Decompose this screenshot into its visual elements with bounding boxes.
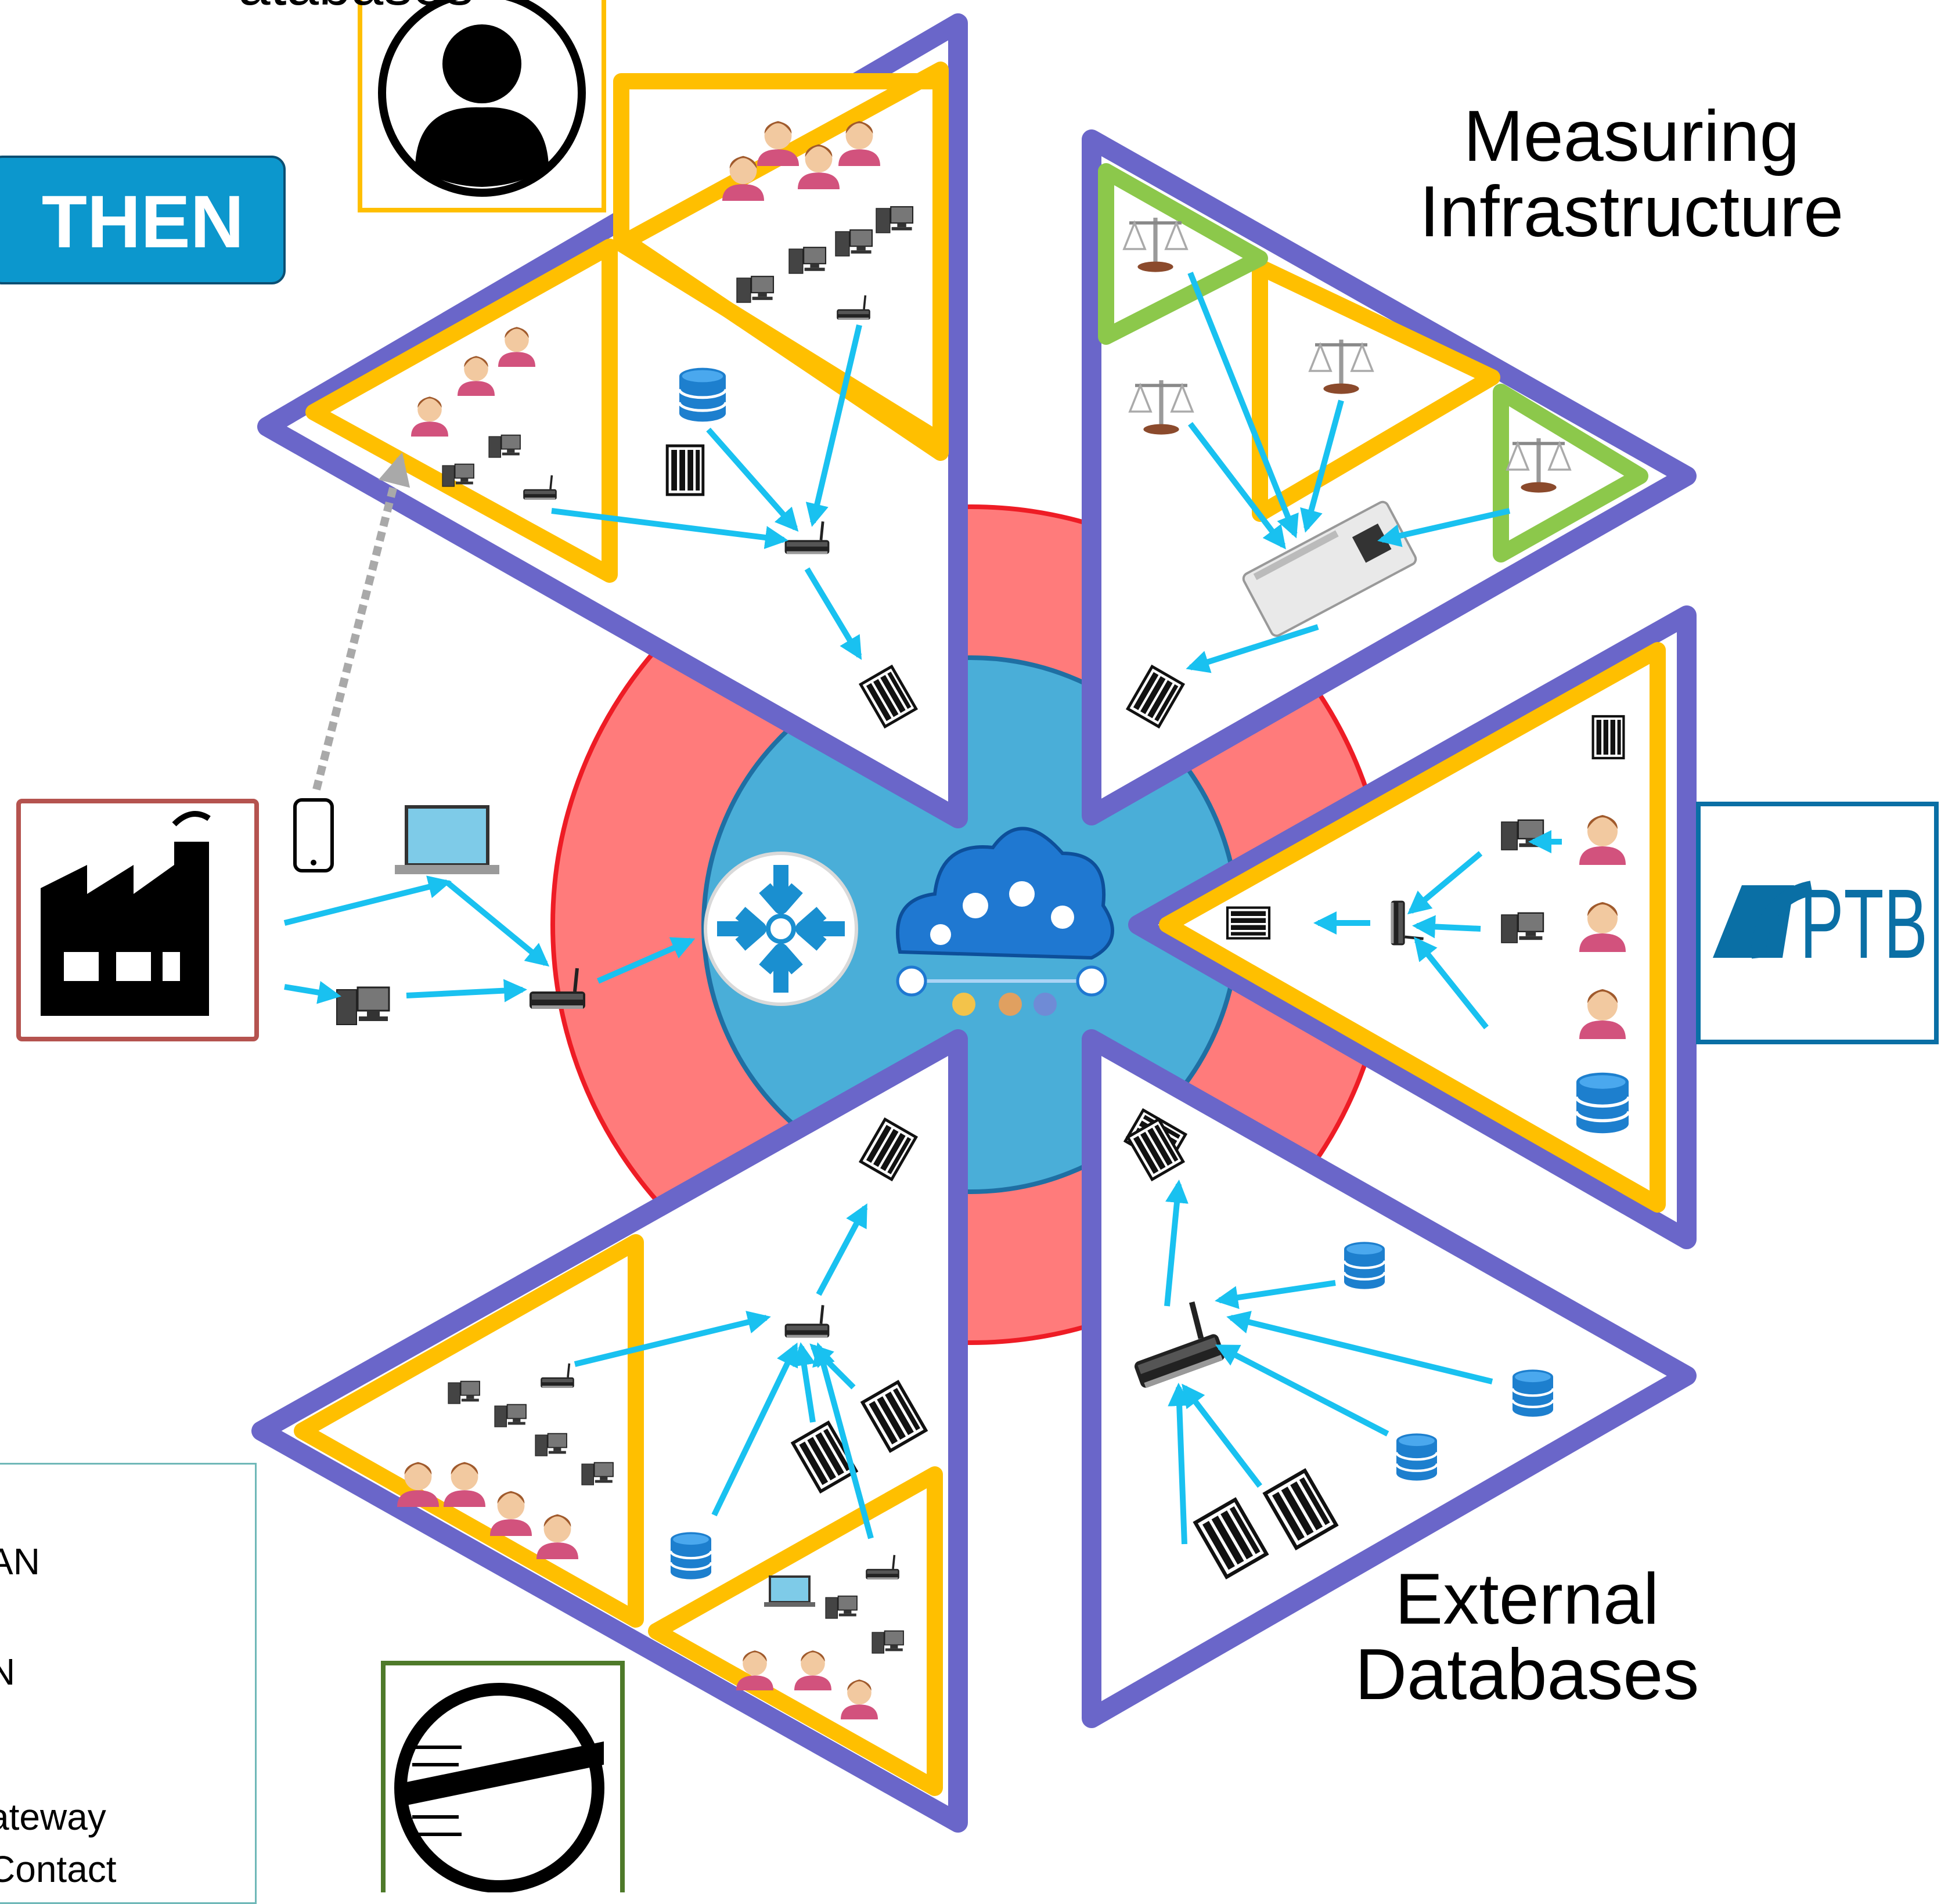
desktop-computer-icon <box>736 276 775 304</box>
external-title-line1: External <box>1395 1559 1659 1639</box>
external-databases-title: External Databases <box>1266 1559 1788 1715</box>
database-icon <box>1396 1433 1437 1480</box>
desktop-computer-icon <box>1500 819 1544 851</box>
measuring-infrastructure-title: Measuring Infrastructure <box>1312 99 1941 250</box>
e-logo-icon <box>394 1683 604 1892</box>
then-button[interactable]: THEN <box>0 156 286 284</box>
cropped-heading: atabases <box>238 0 474 16</box>
triangle-top-right-group <box>1082 129 1697 825</box>
legend-item: ateway <box>0 1796 106 1838</box>
ptb-logo-box <box>1696 802 1939 1044</box>
ptb-logo-text: PTB <box>1800 869 1928 979</box>
desktop-computer-icon <box>494 1404 527 1427</box>
person-icon <box>378 0 586 197</box>
desktop-computer-icon <box>488 434 521 458</box>
database-icon <box>679 368 726 422</box>
legend-box: AN N ateway Contact <box>0 1463 257 1904</box>
external-title-line2: Databases <box>1355 1635 1699 1715</box>
ptb-logo-icon <box>1713 881 1813 959</box>
desktop-computer-icon <box>875 206 914 234</box>
desktop-computer-icon <box>581 1462 614 1485</box>
desktop-computer-icon <box>336 986 390 1026</box>
desktop-computer-icon <box>872 1630 904 1654</box>
factory-icon <box>41 811 211 1016</box>
server-rack-icon <box>1593 716 1624 758</box>
database-icon <box>1344 1242 1385 1289</box>
desktop-computer-icon <box>1500 912 1544 944</box>
database-icon <box>1513 1369 1553 1416</box>
desktop-computer-icon <box>825 1595 858 1619</box>
right-contents <box>1227 716 1629 1133</box>
left-arrows <box>283 875 696 1004</box>
desktop-computer-icon <box>448 1380 480 1404</box>
legend-item: Contact <box>0 1848 117 1890</box>
measuring-title-line1: Measuring <box>1463 96 1800 176</box>
database-icon <box>671 1532 711 1579</box>
database-icon <box>1576 1073 1629 1133</box>
top-right-contents <box>1124 218 1570 673</box>
cloud-services-icon <box>896 827 1114 1016</box>
bottom-left-contents <box>397 1203 926 1719</box>
desktop-computer-icon <box>788 247 827 275</box>
legend-item: AN <box>0 1541 40 1582</box>
smartphone-icon <box>293 798 334 872</box>
desktop-computer-icon <box>834 229 873 257</box>
bottom-right-contents <box>1120 1110 1553 1577</box>
laptop-icon <box>764 1575 815 1607</box>
desktop-computer-icon <box>535 1433 567 1456</box>
dotted-connector <box>312 452 410 791</box>
legend-item: N <box>0 1651 16 1693</box>
laptop-icon <box>395 805 499 874</box>
server-rack-icon <box>667 446 703 495</box>
e-logo-box <box>381 1661 625 1892</box>
measuring-title-line2: Infrastructure <box>1419 172 1844 253</box>
person-logo-box <box>358 0 606 212</box>
top-left-contents <box>411 121 914 660</box>
desktop-computer-icon <box>442 463 474 487</box>
server-rack-icon <box>1227 908 1269 939</box>
factory-logo-box <box>16 799 259 1041</box>
central-router-icon <box>704 852 858 1006</box>
